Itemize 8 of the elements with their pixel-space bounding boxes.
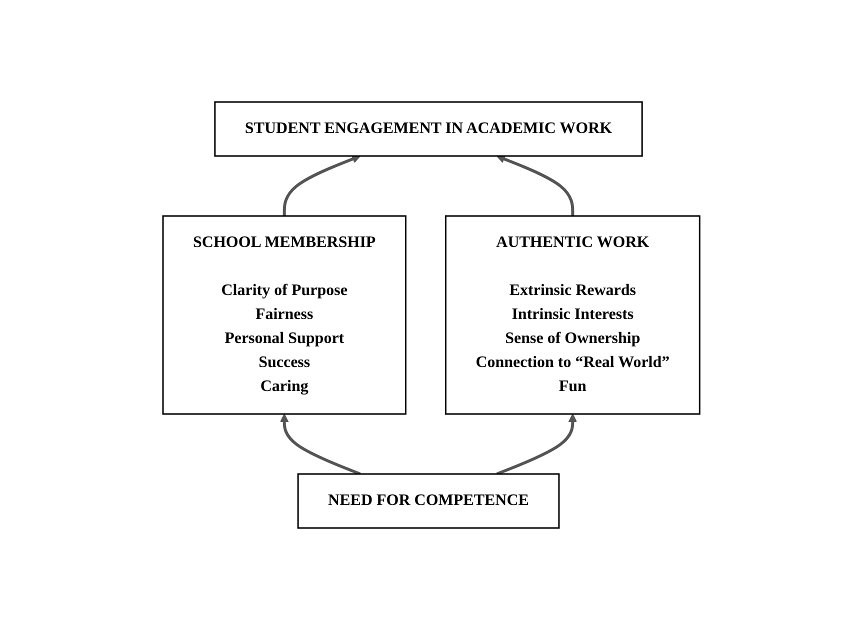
arrow: [280, 413, 361, 475]
node-box: SCHOOL MEMBERSHIP Clarity of Purpose Fairness Personal Support Success Caring: [162, 214, 407, 414]
node-box: STUDENT ENGAGEMENT IN ACADEMIC WORK: [214, 100, 644, 156]
arrow: [496, 413, 578, 475]
node-box: AUTHENTIC WORK Extrinsic Rewards Intrinsic Interests Sense of Ownership Connection to “Real World” Fun: [445, 214, 701, 414]
node-box: NEED FOR COMPETENCE: [297, 472, 560, 528]
arrow: [496, 154, 574, 216]
arrow: [283, 154, 361, 216]
